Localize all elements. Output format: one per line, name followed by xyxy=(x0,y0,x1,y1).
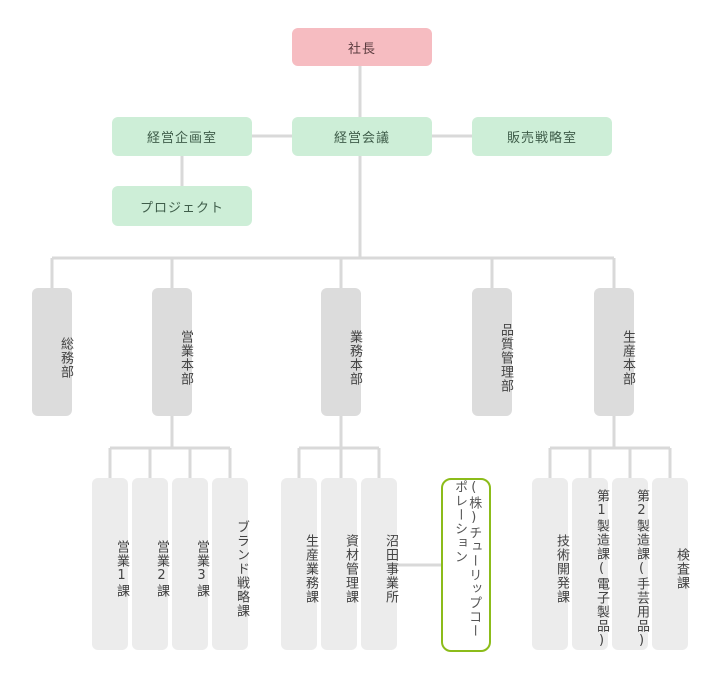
tech-development-section: 技術開発課 xyxy=(532,478,569,650)
production-operations-section: 生産業務課 xyxy=(281,478,318,650)
brand-strategy-section: ブランド戦略課 xyxy=(212,478,249,650)
planning-office-box: 経営企画室 xyxy=(112,117,252,156)
business-headquarters: 業務本部 xyxy=(321,288,362,416)
president-box: 社長 xyxy=(292,28,432,66)
manufacturing-section-1: 第1製造課(電子製品) xyxy=(572,478,609,650)
sales-strategy-office-box: 販売戦略室 xyxy=(472,117,612,156)
sales-section-1: 営業1課 xyxy=(92,478,129,650)
management-council-box: 経営会議 xyxy=(292,117,432,156)
manufacturing-section-2: 第2製造課(手芸用品) xyxy=(612,478,649,650)
general-affairs-dept: 総務部 xyxy=(32,288,73,416)
quality-control-dept: 品質管理部 xyxy=(472,288,513,416)
materials-management-section: 資材管理課 xyxy=(321,478,358,650)
project-box: プロジェクト xyxy=(112,186,252,226)
inspection-section: 検査課 xyxy=(652,478,689,650)
tulip-corporation-box: (株)チューリップコーポレーション xyxy=(441,478,491,652)
sales-headquarters: 営業本部 xyxy=(152,288,193,416)
production-headquarters: 生産本部 xyxy=(594,288,635,416)
sales-section-2: 営業2課 xyxy=(132,478,169,650)
sales-section-3: 営業3課 xyxy=(172,478,209,650)
numata-office: 沼田事業所 xyxy=(361,478,398,650)
